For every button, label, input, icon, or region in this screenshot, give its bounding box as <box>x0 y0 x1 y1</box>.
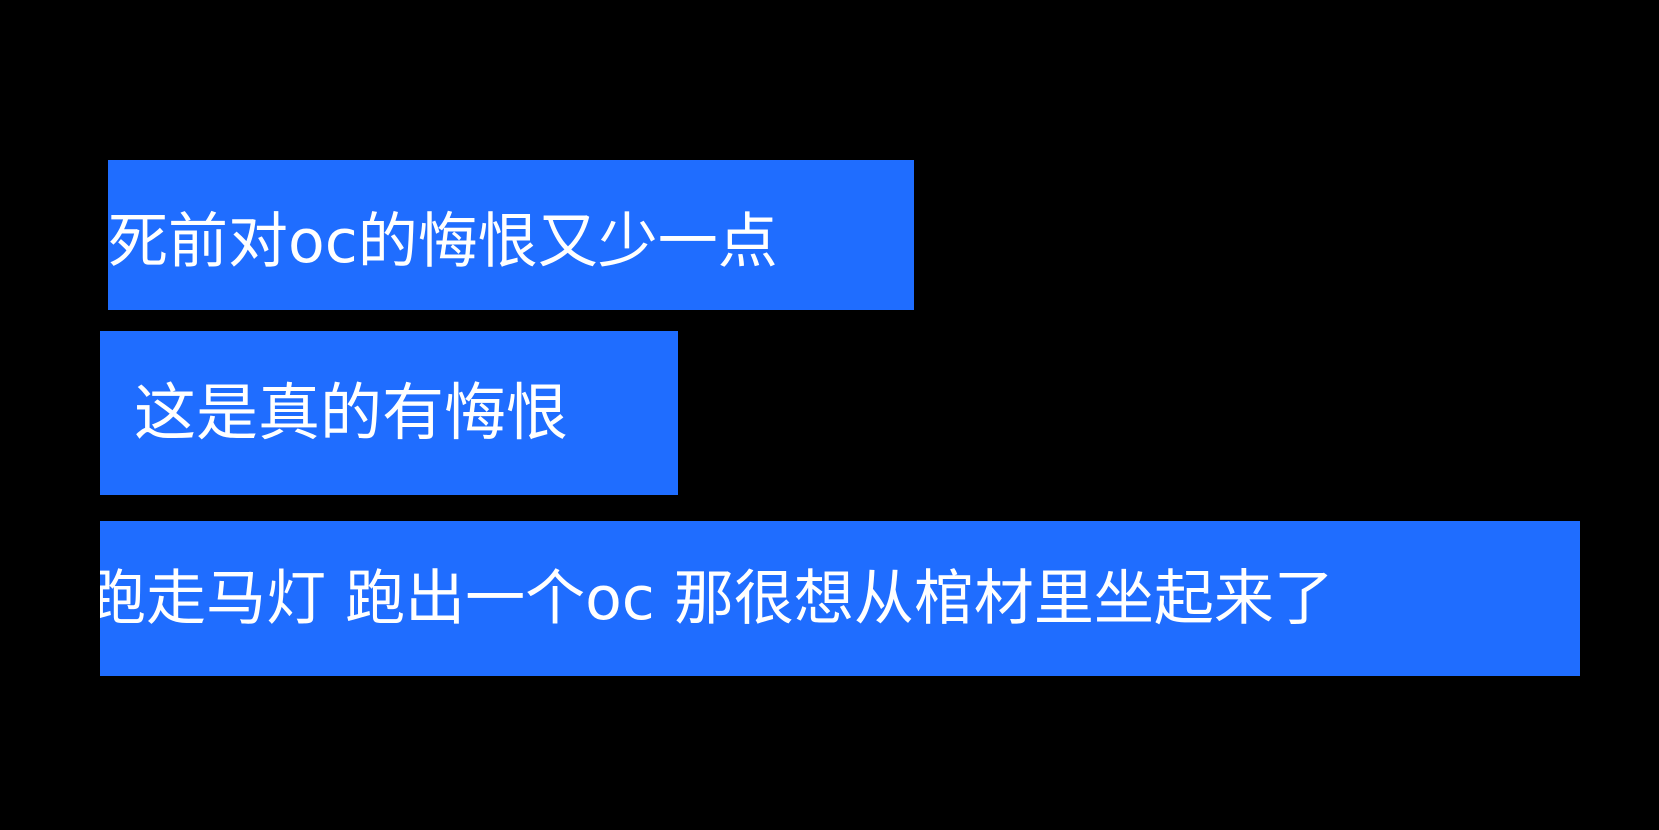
caption-line-2: 这是真的有悔恨 <box>100 331 678 495</box>
caption-line-3-text: 跑走马灯 跑出一个oc 那很想从棺材里坐起来了 <box>100 563 1334 634</box>
caption-line-1-text: 死前对oc的悔恨又少一点 <box>108 207 778 277</box>
caption-line-3: 跑走马灯 跑出一个oc 那很想从棺材里坐起来了 <box>100 521 1580 676</box>
caption-line-2-text: 这是真的有悔恨 <box>134 376 569 449</box>
caption-line-1: 死前对oc的悔恨又少一点 <box>108 160 914 310</box>
